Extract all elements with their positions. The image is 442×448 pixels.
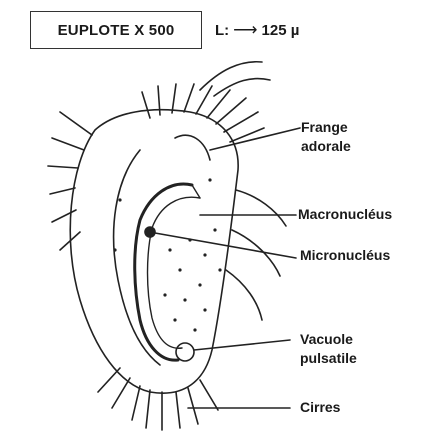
peristome-outline: [114, 150, 160, 365]
label-vacuole: Vacuole pulsatile: [300, 330, 357, 368]
micronucleus-shape: [145, 227, 155, 237]
vacuole-leader: [194, 340, 290, 350]
macronucleus-shape: [135, 184, 192, 360]
label-frange: Frange adorale: [301, 118, 351, 156]
vacuole-shape: [176, 343, 194, 361]
granules: [113, 178, 221, 331]
label-macronucleus: Macronucléus: [298, 205, 392, 224]
label-micronucleus: Micronucléus: [300, 246, 390, 265]
label-cirres: Cirres: [300, 398, 340, 417]
micronucleus-leader: [155, 233, 296, 258]
